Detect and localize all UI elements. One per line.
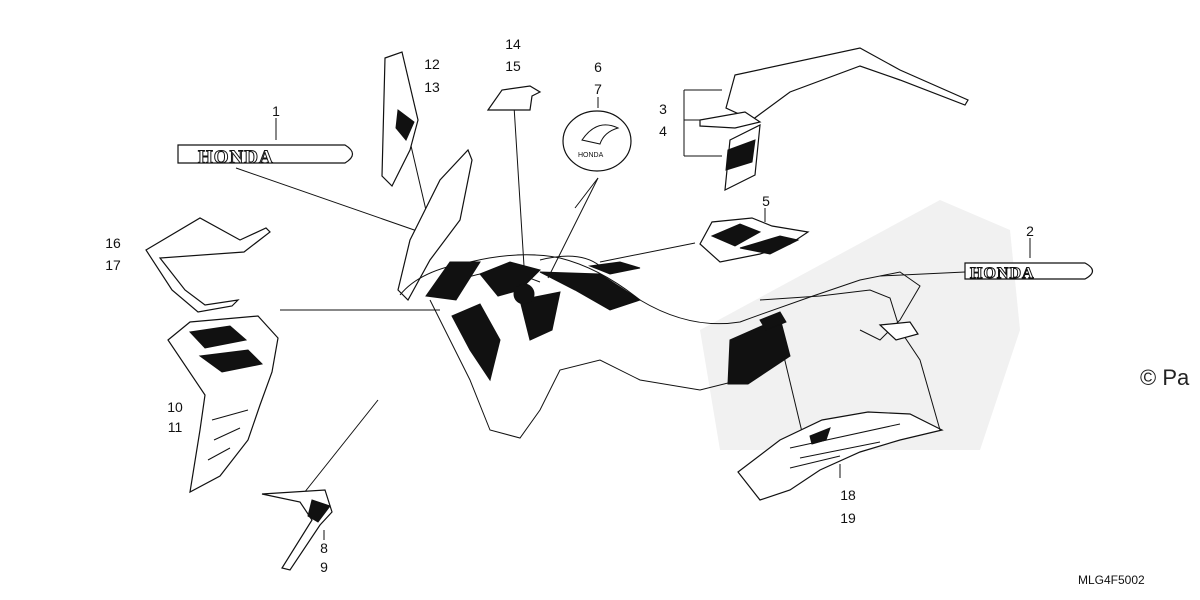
honda-logo-text-right: HONDA	[970, 265, 1035, 282]
callout-labels: 1 2 3 4 5 6 7 8 9 10 11 12 13 14 15 16 1…	[105, 36, 1034, 575]
callout-4: 4	[659, 123, 667, 139]
callout-7: 7	[594, 81, 602, 97]
callout-10: 10	[167, 399, 183, 415]
callout-16: 16	[105, 235, 121, 251]
part-12-13-screen-side-decal[interactable]	[381, 51, 419, 188]
stipple-shading	[700, 200, 1020, 450]
callout-15: 15	[505, 58, 521, 74]
callout-6: 6	[594, 59, 602, 75]
callout-14: 14	[505, 36, 521, 52]
callout-3: 3	[659, 101, 667, 117]
callout-9: 9	[320, 559, 328, 575]
body-graphic-panels	[425, 261, 791, 385]
callout-17: 17	[105, 257, 121, 273]
callout-2: 2	[1026, 223, 1034, 239]
part-1-honda-wordmark-left[interactable]: HONDA	[177, 144, 354, 169]
part-16-17-hook-decal[interactable]	[145, 217, 271, 313]
callout-1: 1	[272, 103, 280, 119]
diagram-code: MLG4F5002	[1078, 573, 1145, 587]
part-8-9-lower-fairing-decal[interactable]	[261, 489, 333, 571]
part-6-7-wing-emblem[interactable]: HONDA	[562, 110, 632, 172]
callout-5: 5	[762, 193, 770, 209]
callout-12: 12	[424, 56, 440, 72]
part-18-19-rear-side-decal[interactable]	[737, 411, 944, 501]
part-5-africa-twin-logo[interactable]	[699, 217, 810, 263]
callout-8: 8	[320, 540, 328, 556]
part-10-11-side-fairing-decal[interactable]	[167, 315, 279, 494]
part-2-honda-wordmark-right[interactable]: HONDA	[964, 262, 1094, 283]
honda-logo-text-left: HONDA	[198, 147, 274, 168]
callout-18: 18	[840, 487, 856, 503]
emblem-text: HONDA	[578, 152, 604, 159]
callout-13: 13	[424, 79, 440, 95]
callout-19: 19	[840, 510, 856, 526]
watermark-text: © Pa	[1140, 365, 1190, 390]
part-14-15-top-cowl-decal[interactable]	[486, 85, 542, 111]
callout-11: 11	[168, 419, 183, 435]
part-3-4-tail-stripe[interactable]	[699, 47, 969, 192]
